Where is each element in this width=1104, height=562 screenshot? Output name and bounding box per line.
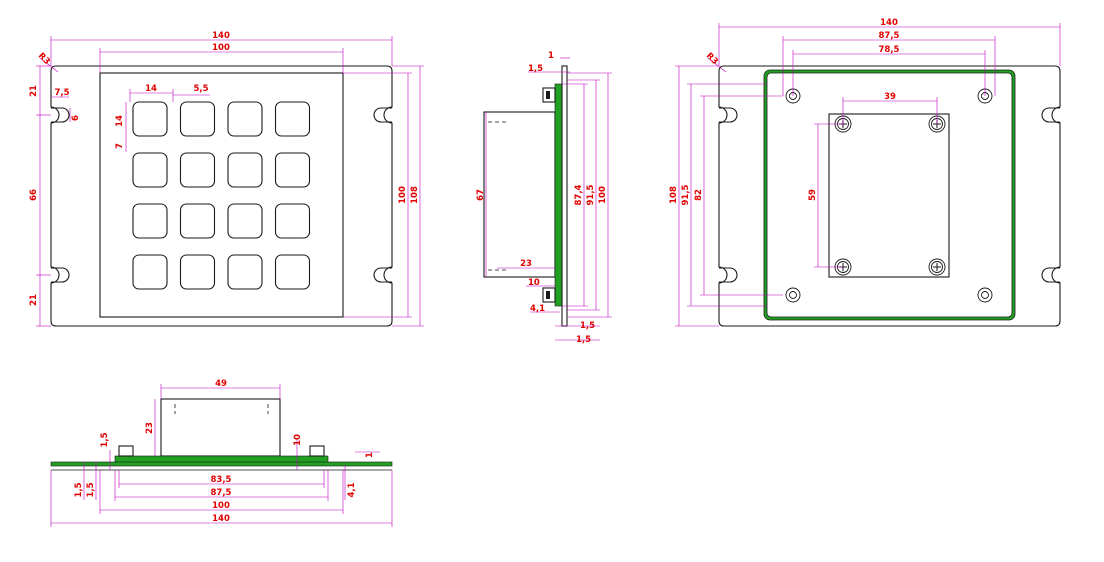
bottom-dim-4-1: 4,1 [347, 482, 357, 497]
side-dim-23: 23 [520, 259, 532, 269]
bottom-dim-100: 100 [212, 501, 230, 511]
side-dim-bottom-1-5b: 1,5 [576, 335, 591, 345]
side-dim-1-5: 1,5 [528, 64, 543, 74]
key-r3-c4 [274, 203, 311, 239]
rear-module [828, 113, 950, 278]
side-pcb [554, 83, 563, 307]
front-dim-140: 140 [212, 31, 230, 41]
front-dim-slot-7-5: 7,5 [54, 88, 69, 98]
rear-plate-outline [718, 65, 1061, 327]
bottom-dim-49: 49 [215, 379, 227, 389]
bottom-nut-right [309, 445, 325, 457]
rear-slot-right-top [1041, 107, 1060, 123]
side-dim-100: 100 [598, 186, 608, 204]
standoff-icon [785, 287, 801, 303]
rear-dim-140: 140 [880, 18, 898, 28]
screw-icon [928, 258, 946, 276]
front-view: 140 100 R3 14 5,5 14 7 7,5 6 21 66 21 10… [29, 31, 424, 327]
front-dim-key-14: 14 [145, 84, 157, 94]
side-nut-top [546, 91, 550, 99]
rear-dim-91-5: 91,5 [681, 184, 691, 205]
bottom-dim-23: 23 [145, 422, 155, 434]
rear-dim-108: 108 [669, 186, 679, 204]
side-dim-4-1: 4,1 [530, 304, 545, 314]
side-dim-87-4: 87,4 [574, 184, 584, 205]
keypad-frame [99, 72, 344, 318]
standoff-icon [977, 287, 993, 303]
bottom-plate [50, 461, 393, 467]
front-plate-outline [50, 65, 393, 327]
side-standoff-top [542, 87, 556, 103]
front-slot-right-top [373, 107, 392, 123]
front-dim-key-h-14: 14 [115, 115, 125, 127]
key-r3-c1 [132, 203, 168, 239]
key-r1-c4 [274, 101, 311, 137]
rear-dim-39: 39 [884, 92, 896, 102]
front-slot-left-bottom [51, 267, 70, 283]
bottom-dim-10: 10 [293, 434, 303, 446]
front-slot-right-bottom [373, 267, 392, 283]
rear-dim-78-5: 78,5 [879, 45, 900, 55]
front-dim-edge-21-bottom: 21 [29, 294, 39, 306]
front-dim-100-v: 100 [398, 186, 408, 204]
side-dim-1: 1 [548, 51, 554, 61]
front-dim-edge-21-top: 21 [29, 85, 39, 97]
key-r2-c2 [179, 152, 216, 188]
bottom-dim-1: 1 [365, 452, 375, 458]
bottom-body [160, 398, 281, 457]
side-dim-67: 67 [476, 189, 486, 201]
front-dim-108: 108 [410, 186, 420, 204]
key-r4-c3 [227, 254, 263, 290]
key-r2-c4 [274, 152, 311, 188]
key-r4-c1 [132, 254, 168, 290]
side-nut-bottom [546, 291, 550, 299]
rear-pcb-inner [766, 72, 1013, 318]
front-dim-vgap-7: 7 [115, 143, 125, 149]
key-r4-c2 [179, 254, 216, 290]
side-standoff-bottom [542, 287, 556, 303]
front-dim-gap-5-5: 5,5 [193, 84, 208, 94]
front-dim-100: 100 [212, 43, 230, 53]
rear-slot-left-top [719, 107, 738, 123]
side-body [483, 111, 556, 278]
bottom-dim-83-5: 83,5 [211, 475, 232, 485]
front-dim-r3: R3 [36, 51, 52, 67]
front-dim-slot-6: 6 [71, 115, 81, 121]
key-r2-c3 [227, 152, 263, 188]
bottom-dim-1-5-top: 1,5 [100, 432, 110, 447]
key-r2-c1 [132, 152, 168, 188]
bottom-view: 49 23 1,5 10 1 1,5 1,5 4,1 83,5 87,5 100… [50, 379, 393, 527]
rear-slot-right-bottom [1041, 267, 1060, 283]
key-r3-c2 [179, 203, 216, 239]
bottom-dim-1-5b: 1,5 [74, 482, 84, 497]
side-dim-bottom-1-5a: 1,5 [580, 321, 595, 331]
front-dim-slot-66: 66 [29, 189, 39, 201]
side-plate [561, 65, 568, 327]
bottom-dim-87-5: 87,5 [211, 488, 232, 498]
rear-dim-59: 59 [808, 189, 818, 201]
rear-slot-left-bottom [719, 267, 738, 283]
key-r3-c3 [227, 203, 263, 239]
front-slot-left-top [51, 107, 70, 123]
key-r1-c2 [179, 101, 216, 137]
key-r1-c3 [227, 101, 263, 137]
rear-mounting-holes [785, 88, 993, 303]
key-grid [132, 101, 311, 290]
rear-view: 140 87,5 78,5 R3 39 59 108 91,5 82 [669, 18, 1061, 327]
rear-dim-82: 82 [694, 189, 704, 201]
side-dim-91-5: 91,5 [586, 184, 596, 205]
key-r4-c4 [274, 254, 311, 290]
bottom-nut-left [118, 445, 134, 457]
rear-dim-r3: R3 [704, 51, 720, 67]
bottom-dim-1-5c: 1,5 [86, 482, 96, 497]
side-view: 1 1,5 67 87,4 91,5 100 23 10 4,1 1,5 1,5 [476, 51, 612, 345]
key-r1-c1 [132, 101, 168, 137]
side-dim-10: 10 [528, 278, 540, 288]
bottom-dim-140: 140 [212, 514, 230, 524]
rear-dim-87-5: 87,5 [879, 31, 900, 41]
